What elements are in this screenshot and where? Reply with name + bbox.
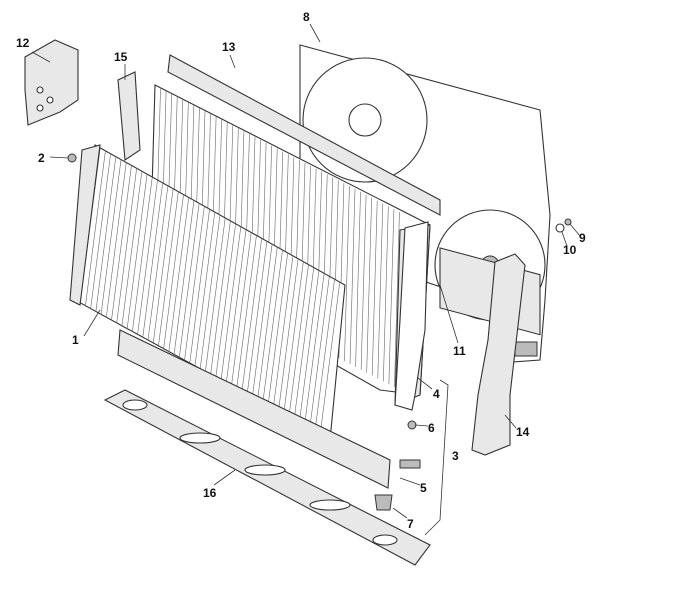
callouts: 1 2 3 4 5 6 7 8 9 10 11 12 13 14 15 16	[16, 10, 586, 531]
fin-line	[126, 174, 148, 330]
washer-10	[555, 223, 565, 233]
fin-line	[204, 217, 226, 373]
right-side-seal	[471, 253, 526, 456]
fin-line	[215, 223, 236, 379]
fin-line	[394, 212, 400, 388]
fin-line	[194, 212, 216, 368]
fin-line	[189, 209, 210, 365]
top-seal	[167, 54, 441, 216]
fin-line	[100, 159, 122, 315]
fin-line	[303, 273, 325, 429]
fin-line	[349, 188, 356, 365]
fin-line	[111, 165, 132, 321]
callout-10: 10	[563, 243, 577, 257]
fin-line	[236, 235, 257, 391]
fin-line	[131, 177, 153, 333]
fin-line	[319, 282, 341, 438]
fin-line	[277, 258, 299, 414]
fin-line	[121, 171, 143, 327]
fin-line	[246, 241, 268, 397]
fin-line	[163, 194, 184, 350]
fin-line	[371, 200, 378, 376]
fin-line	[95, 156, 117, 312]
fin-line	[256, 247, 278, 403]
fin-line	[137, 179, 158, 336]
fin-line	[178, 203, 200, 359]
fin-line	[388, 209, 395, 385]
fin-line	[220, 226, 242, 382]
screw-2	[67, 153, 77, 163]
fin-line	[360, 194, 367, 370]
left-side-seal	[117, 71, 141, 161]
callout-8: 8	[303, 10, 310, 24]
callout-16: 16	[203, 486, 217, 500]
callout-2: 2	[38, 151, 45, 165]
fin-line	[383, 206, 389, 382]
callout-13: 13	[222, 40, 236, 54]
fin-line	[168, 197, 190, 353]
callout-1: 1	[72, 333, 79, 347]
callout-5: 5	[420, 481, 427, 495]
callout-7: 7	[407, 517, 414, 531]
fin-line	[116, 168, 137, 324]
fin-line	[173, 200, 195, 356]
fin-line	[314, 279, 335, 435]
fin-line	[267, 252, 289, 408]
mount-7	[374, 494, 393, 511]
fin-line	[288, 264, 309, 420]
callout-3: 3	[452, 449, 459, 463]
callout-6: 6	[428, 421, 435, 435]
fin-line	[85, 150, 106, 306]
callout-14: 14	[516, 425, 530, 439]
nut-9	[564, 218, 572, 226]
fin-line	[230, 232, 252, 388]
callout-4: 4	[433, 387, 440, 401]
fin-line	[142, 182, 164, 338]
pipe-connector	[399, 459, 421, 469]
fin-line	[355, 191, 361, 367]
foam-block	[24, 39, 79, 126]
fin-line	[344, 186, 350, 362]
fin-line	[293, 267, 315, 423]
leader-lines	[31, 23, 581, 536]
fin-line	[298, 270, 320, 426]
fin-line	[241, 238, 262, 394]
side-bracket	[394, 221, 429, 411]
fin-line	[210, 220, 231, 376]
screw-6	[407, 420, 417, 430]
fin-line	[152, 188, 174, 344]
fin-line	[105, 162, 127, 318]
fin-line	[158, 191, 179, 347]
lower-seal	[103, 389, 431, 566]
fin-line	[283, 261, 304, 417]
callout-15: 15	[114, 50, 128, 64]
fin-line	[366, 197, 372, 373]
callout-9: 9	[579, 231, 586, 245]
callout-11: 11	[453, 344, 466, 358]
fin-line	[90, 153, 111, 309]
fin-line	[147, 185, 169, 341]
lower-cooler	[117, 329, 391, 489]
fin-line	[272, 255, 294, 411]
condenser	[69, 144, 346, 441]
fin-line	[262, 249, 283, 406]
fin-line	[251, 244, 273, 400]
callout-12: 12	[16, 36, 30, 50]
fin-line	[225, 229, 247, 385]
fin-line	[199, 214, 221, 371]
fin-line	[309, 276, 330, 432]
fin-line	[184, 206, 205, 362]
fin-line	[377, 203, 384, 379]
